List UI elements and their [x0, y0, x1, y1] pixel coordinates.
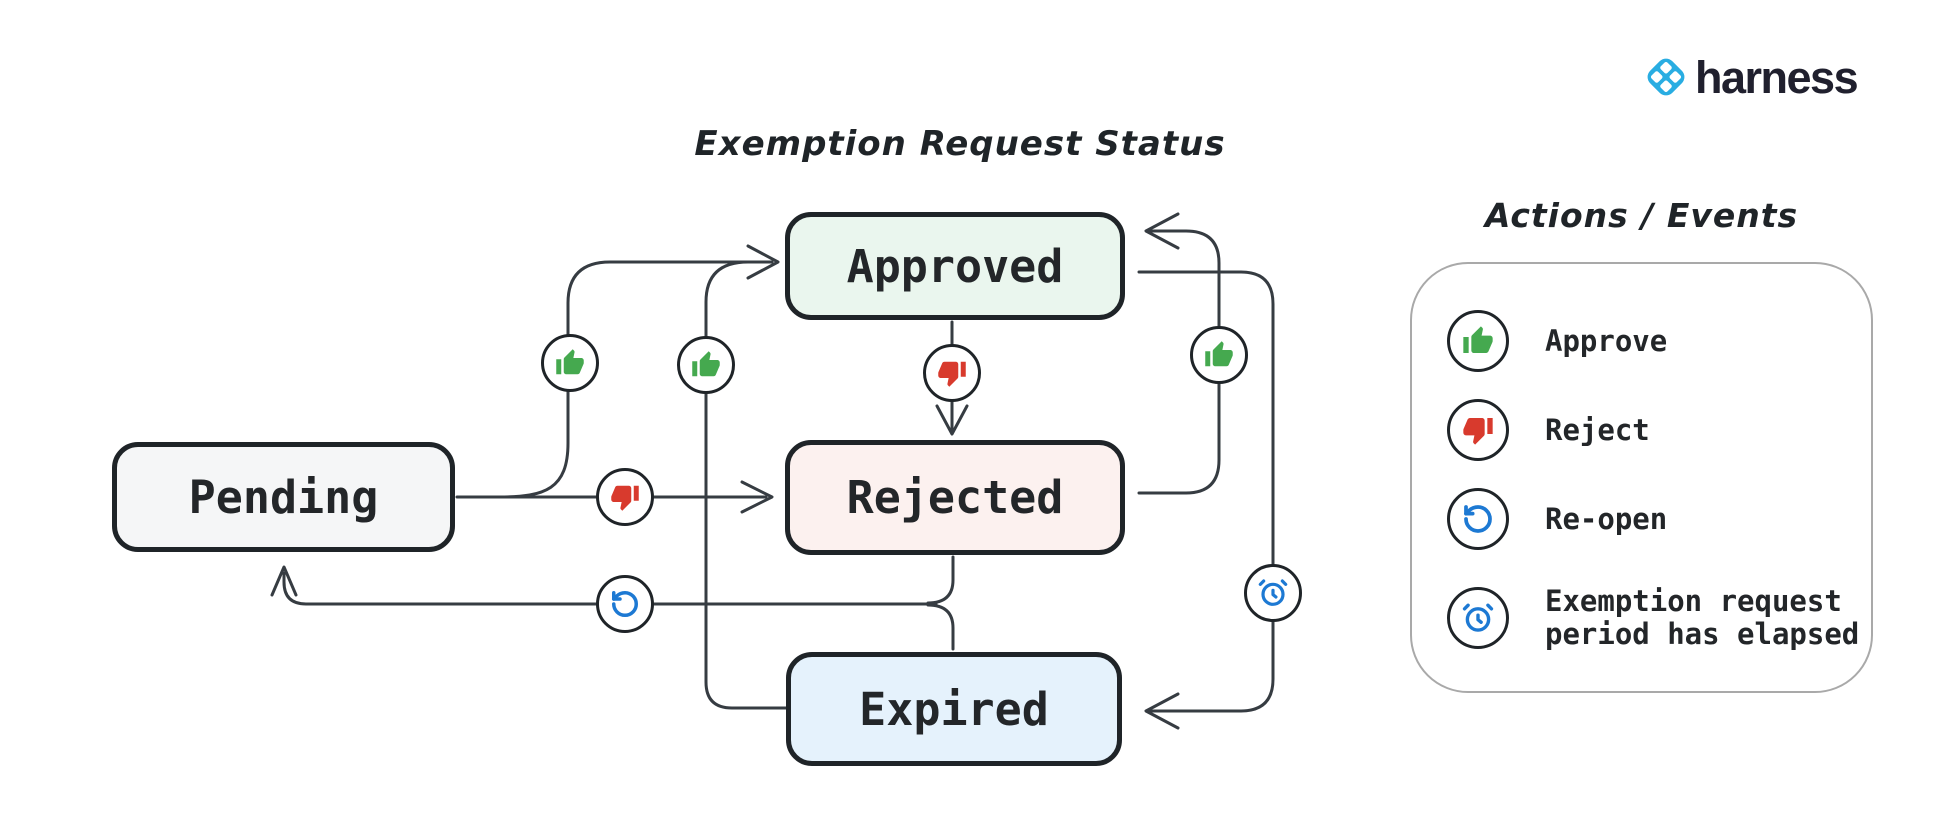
- alarm-clock-icon: [1462, 603, 1494, 632]
- legend-badge: [1447, 399, 1509, 461]
- thumbs-down-icon: [1463, 418, 1493, 445]
- state-node-rejected: Rejected: [785, 440, 1125, 555]
- edge-rejected-reopen-stub: [926, 555, 955, 605]
- harness-logo-icon: [1641, 52, 1691, 102]
- arrowhead-into-rejected-left: [740, 480, 774, 514]
- arrowhead-into-expired-right: [1144, 692, 1180, 730]
- legend-label: Exemption request period has elapsed: [1545, 584, 1860, 651]
- edge-badge-reject: [923, 344, 981, 402]
- legend-item-reopen: Re-open: [1447, 488, 1667, 550]
- legend-badge: [1447, 587, 1509, 649]
- state-label: Expired: [859, 682, 1049, 736]
- state-label: Rejected: [846, 471, 1064, 524]
- edge-badge-approve: [677, 336, 735, 394]
- legend-item-reject: Reject: [1447, 399, 1650, 461]
- legend-label: Re-open: [1545, 501, 1668, 536]
- arrowhead-into-rejected-top: [935, 404, 969, 436]
- edge-badge-reject: [596, 468, 654, 526]
- brand-logo: harness: [1641, 51, 1859, 103]
- legend-item-period-elapsed: Exemption request period has elapsed: [1447, 585, 1859, 651]
- edge-badge-period-elapsed: [1244, 564, 1302, 622]
- edge-pending-approved: [498, 260, 774, 499]
- state-node-expired: Expired: [786, 652, 1122, 766]
- arrowhead-into-approved-left: [746, 244, 780, 280]
- state-label: Pending: [188, 470, 379, 524]
- alarm-clock-icon: [1258, 579, 1288, 606]
- legend-title: Actions / Events: [1484, 196, 1799, 235]
- rotate-ccw-icon: [612, 591, 638, 617]
- edge-badge-reopen: [596, 575, 654, 633]
- arrowhead-into-approved-right: [1144, 212, 1180, 250]
- diagram-title: Exemption Request Status: [694, 124, 1226, 164]
- edge-badge-approve: [1190, 326, 1248, 384]
- edge-reopen-pending: [282, 571, 938, 606]
- edge-approved-expired: [1137, 270, 1275, 713]
- legend-label: Approve: [1545, 323, 1668, 358]
- brand-wordmark: harness: [1695, 51, 1859, 103]
- state-node-pending: Pending: [112, 442, 455, 552]
- legend-badge: [1447, 310, 1509, 372]
- edge-expired-approved: [704, 260, 790, 710]
- legend-label: Reject: [1545, 412, 1650, 447]
- state-label: Approved: [846, 239, 1064, 293]
- thumbs-up-icon: [556, 349, 584, 375]
- thumbs-up-icon: [692, 351, 720, 377]
- thumbs-up-icon: [1463, 326, 1493, 353]
- rotate-ccw-icon: [1464, 505, 1492, 533]
- edge-badge-approve: [541, 334, 599, 392]
- legend-badge: [1447, 488, 1509, 550]
- arrowhead-into-pending-bottom: [270, 565, 298, 597]
- edge-expired-reopen-stub: [926, 603, 955, 651]
- thumbs-down-icon: [611, 485, 639, 511]
- thumbs-up-icon: [1205, 341, 1233, 367]
- legend-item-approve: Approve: [1447, 310, 1667, 372]
- thumbs-down-icon: [938, 361, 966, 387]
- state-node-approved: Approved: [785, 212, 1125, 320]
